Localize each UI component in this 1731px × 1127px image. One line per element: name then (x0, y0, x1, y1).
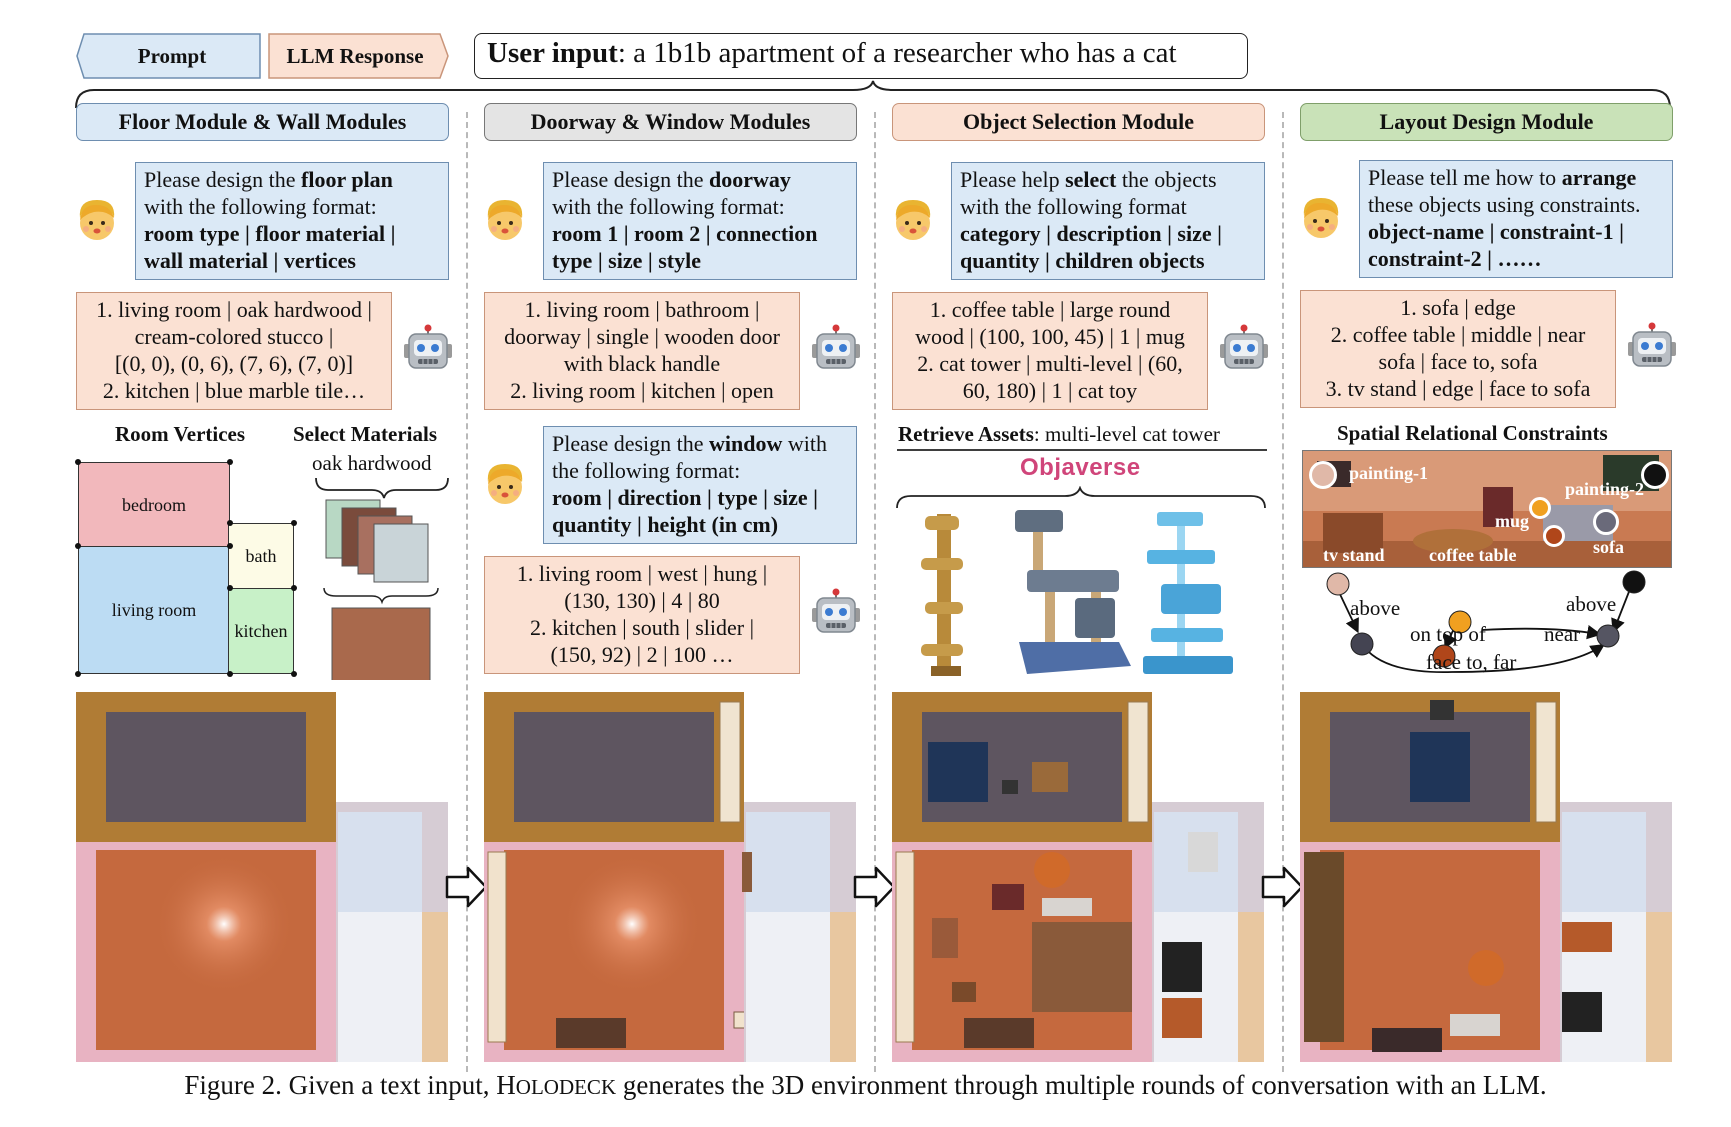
vertex-dot (227, 459, 233, 465)
vertex-dot (291, 520, 297, 526)
floor-plan-prompt: Please design the floor plan with the fo… (135, 162, 449, 280)
top-brace (75, 80, 1671, 109)
scene-label-tv-stand: tv stand (1323, 545, 1385, 565)
scene-label-mug: mug (1495, 511, 1530, 531)
vertex-dot (227, 520, 233, 526)
graph-label-above-right: above (1566, 592, 1617, 616)
graph-node-painting-2 (1622, 570, 1646, 594)
objaverse-brace (896, 486, 1266, 509)
next-arrow-icon (1261, 866, 1304, 908)
figure-caption: Figure 2. Given a text input, HOLODECK g… (184, 1070, 1547, 1100)
scene-label-painting-1: painting-1 (1349, 463, 1429, 483)
user-input-text: : a 1b1b apartment of a researcher who h… (617, 37, 1177, 69)
cat-tower-assets (921, 510, 1233, 676)
next-arrow-icon (445, 866, 488, 908)
cat-tower-asset-1 (921, 514, 963, 676)
user-face-icon (895, 200, 931, 240)
response-legend-shape (268, 33, 449, 79)
user-input-label: User input (487, 37, 618, 69)
cat-tower-asset-3 (1143, 512, 1233, 674)
retrieve-assets-label: Retrieve Assets (898, 422, 1034, 446)
graph-node-painting-1 (1326, 572, 1350, 596)
next-arrow-icon (853, 866, 896, 908)
module-header-doorway-window: Doorway & Window Modules (484, 103, 857, 141)
cat-tower-asset-2 (1015, 510, 1131, 674)
select-materials-label: Select Materials (293, 422, 438, 446)
graph-label-above-left: above (1350, 596, 1401, 620)
spatial-constraints-label: Spatial Relational Constraints (1337, 421, 1608, 445)
object-selection-prompt: Please help select the objects with the … (951, 162, 1265, 280)
render-doorway-window (484, 692, 856, 1062)
graph-label-on-top-of: on top of (1410, 622, 1486, 646)
graph-node-sofa (1596, 624, 1620, 648)
scene-label-coffee-table: coffee table (1429, 545, 1517, 565)
scene-label-sofa: sofa (1593, 537, 1624, 557)
vertex-dot (291, 671, 297, 677)
graph-node-tv-stand (1350, 632, 1374, 656)
doorway-response: 1. living room | bathroom | doorway | si… (484, 292, 800, 410)
vertex-dot (227, 543, 233, 549)
constraint-scene: painting-1 painting-2 mug tv stand coffe… (1302, 450, 1672, 568)
room-kitchen: kitchen (228, 588, 294, 674)
graph-label-near: near (1544, 622, 1581, 646)
scene-image (1303, 451, 1671, 567)
retrieve-assets-line: Retrieve Assets: multi-level cat tower (898, 422, 1220, 447)
user-face-icon (487, 464, 523, 504)
user-face-icon (487, 200, 523, 240)
retrieve-assets-text: : multi-level cat tower (1033, 422, 1220, 446)
module-header-layout-design: Layout Design Module (1300, 103, 1673, 141)
floor-plan-diagram: bedroom living room bath kitchen (75, 459, 297, 677)
graph-node-coffee-table (1432, 644, 1456, 668)
vertex-dot (75, 671, 81, 677)
render-object-selection (892, 692, 1264, 1062)
response-legend: LLM Response (286, 43, 424, 68)
floor-plan-response: 1. living room | oak hardwood | cream-co… (76, 292, 392, 410)
render-floor-walls (76, 692, 448, 1062)
robot-icon (403, 324, 453, 369)
module-header-floor-wall: Floor Module & Wall Modules (76, 103, 449, 141)
mug-marker (1529, 497, 1551, 519)
constraint-graph (1326, 570, 1646, 673)
robot-icon (1219, 324, 1269, 369)
vertex-dot (291, 585, 297, 591)
user-face-icon (79, 200, 115, 240)
graph-node-mug (1448, 610, 1472, 634)
material-name: oak hardwood (312, 451, 432, 475)
module-header-object-selection: Object Selection Module (892, 103, 1265, 141)
room-bath: bath (228, 523, 294, 590)
robot-icon (811, 588, 861, 633)
window-prompt: Please design the window with the follow… (543, 426, 857, 544)
layout-response: 1. sofa | edge 2. coffee table | middle … (1300, 290, 1616, 408)
vertex-dot (227, 671, 233, 677)
window-response: 1. living room | west | hung | (130, 130… (484, 556, 800, 674)
coffee-table-marker (1543, 525, 1565, 547)
material-swatches (315, 477, 449, 680)
column-separator (874, 112, 876, 1072)
robot-icon (1627, 322, 1677, 367)
room-living: living room (78, 546, 230, 674)
robot-icon (811, 324, 861, 369)
painting-1-marker (1309, 461, 1337, 489)
user-face-icon (1303, 198, 1339, 238)
vertex-dot (75, 459, 81, 465)
graph-label-face-to-far: face to, far (1426, 650, 1517, 674)
prompt-legend-shape (76, 33, 261, 79)
layout-prompt: Please tell me how to arrange these obje… (1359, 160, 1673, 278)
object-selection-response: 1. coffee table | large round wood | (10… (892, 292, 1208, 410)
column-separator (1282, 112, 1284, 1072)
prompt-legend: Prompt (137, 43, 207, 68)
room-vertices-label: Room Vertices (115, 422, 246, 446)
column-separator (466, 112, 468, 1072)
retrieve-underline (897, 449, 1267, 451)
render-layout-design (1300, 692, 1672, 1062)
sofa-marker (1593, 509, 1619, 535)
scene-label-painting-2: painting-2 (1565, 479, 1645, 499)
vertex-dot (75, 543, 81, 549)
user-input-box: User input: a 1b1b apartment of a resear… (474, 33, 1248, 79)
room-bedroom: bedroom (78, 462, 230, 548)
vertex-dot (227, 585, 233, 591)
doorway-prompt: Please design the doorway with the follo… (543, 162, 857, 280)
painting-2-marker (1641, 461, 1669, 489)
objaverse-logo: Objaverse (1020, 454, 1141, 481)
